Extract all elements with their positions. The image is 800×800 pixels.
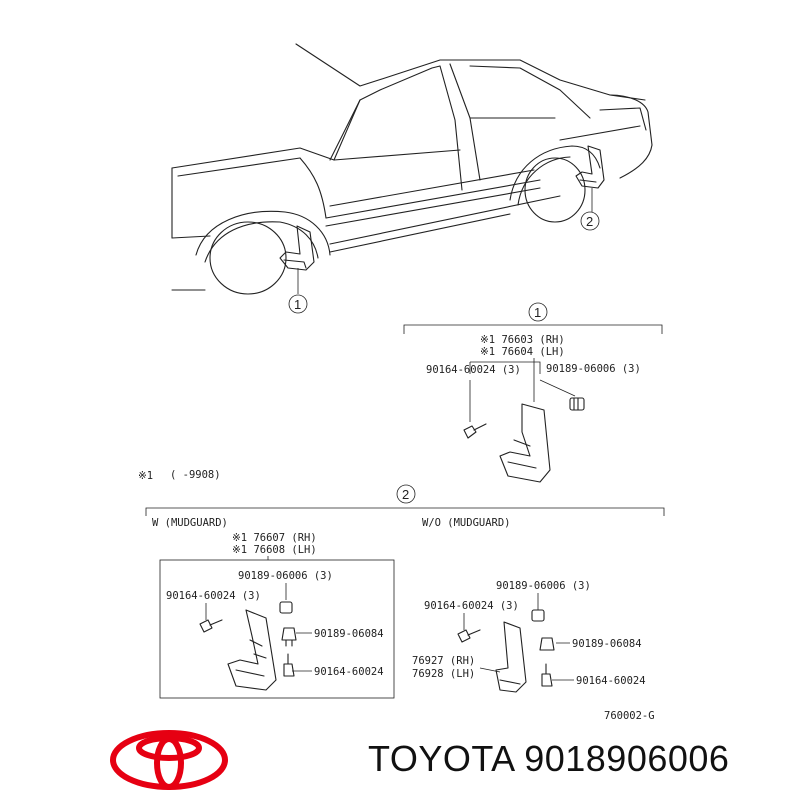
mudguard-icon xyxy=(227,609,277,691)
callout-2-car: 2 xyxy=(586,214,593,229)
without-screw-90164-60024-3: 90164-60024 (3) xyxy=(424,600,519,612)
with-nut-90189-06084: 90189-06084 xyxy=(314,628,384,640)
screw-icon xyxy=(283,653,295,677)
part-76608-lh: ※1 76608 (LH) xyxy=(232,544,317,556)
mudflap-icon xyxy=(499,403,551,483)
clip-nut-icon xyxy=(279,601,293,614)
toyota-logo-icon xyxy=(110,730,228,790)
footnote-mark: ※1 xyxy=(138,470,153,482)
nut-icon xyxy=(539,637,555,651)
clip-nut-icon xyxy=(531,609,545,622)
without-nut-90189-06084: 90189-06084 xyxy=(572,638,642,650)
mudflap-icon xyxy=(495,621,527,693)
with-screw-90164-60024: 90164-60024 xyxy=(314,666,384,678)
footnote-range: ( -9908) xyxy=(170,469,221,481)
screw-icon xyxy=(463,423,487,439)
with-screw-90164-60024-3: 90164-60024 (3) xyxy=(166,590,261,602)
callout-2-section: 2 xyxy=(402,487,409,502)
without-mudguard-label: W/O (MUDGUARD) xyxy=(422,517,511,529)
screw-icon xyxy=(199,619,223,633)
without-nut-90189-06006: 90189-06006 (3) xyxy=(496,580,591,592)
brand-name: TOYOTA xyxy=(368,738,514,779)
brand-part-number: TOYOTA 9018906006 xyxy=(368,738,729,780)
part-76927-rh: 76927 (RH) xyxy=(412,655,475,667)
nut-90189-06006: 90189-06006 (3) xyxy=(546,363,641,375)
screw-icon xyxy=(541,663,553,687)
callout-1-section: 1 xyxy=(534,305,541,320)
part-76604-lh: ※1 76604 (LH) xyxy=(480,346,565,358)
car-illustration xyxy=(171,43,653,295)
part-76603-rh: ※1 76603 (RH) xyxy=(480,334,565,346)
with-mudguard-box xyxy=(159,559,395,699)
diagram-code: 760002-G xyxy=(604,710,655,722)
part-76928-lh: 76928 (LH) xyxy=(412,668,475,680)
screw-90164-60024: 90164-60024 (3) xyxy=(426,364,521,376)
part-76607-rh: ※1 76607 (RH) xyxy=(232,532,317,544)
with-nut-90189-06006: 90189-06006 (3) xyxy=(238,570,333,582)
without-screw-90164-60024: 90164-60024 xyxy=(576,675,646,687)
part-number: 9018906006 xyxy=(524,738,730,779)
with-mudguard-label: W (MUDGUARD) xyxy=(152,517,228,529)
clip-nut-icon xyxy=(569,397,585,411)
screw-icon xyxy=(457,629,481,643)
callout-1-car: 1 xyxy=(294,297,301,312)
nut-icon xyxy=(281,627,297,647)
